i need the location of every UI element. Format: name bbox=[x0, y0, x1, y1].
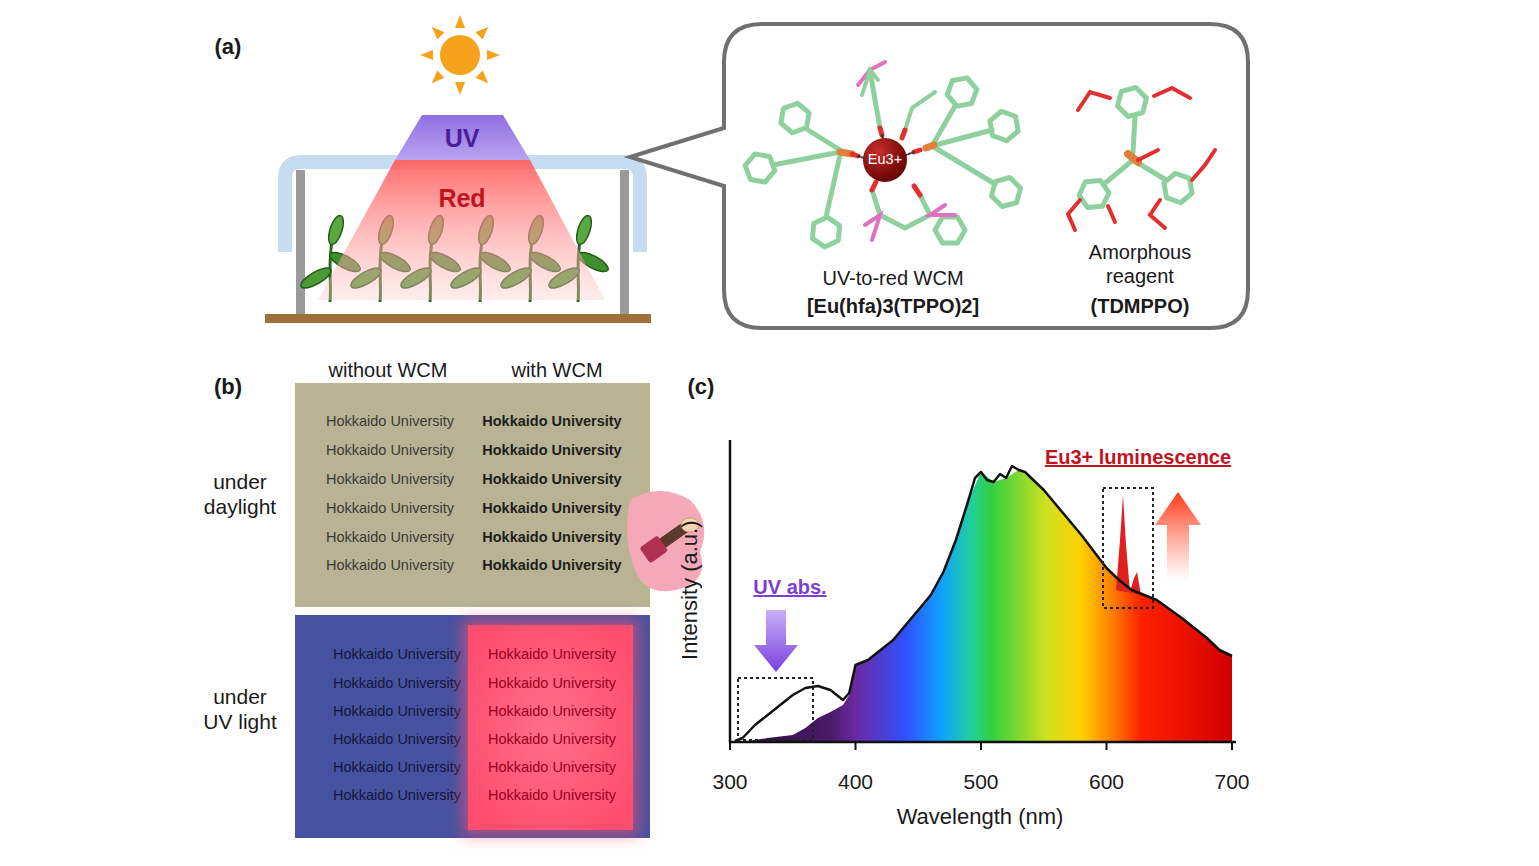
photo-text: Hokkaido University bbox=[315, 500, 465, 517]
band-label: UV bbox=[432, 123, 492, 153]
column-header: without WCM bbox=[303, 358, 473, 382]
photo-text: Hokkaido University bbox=[315, 471, 465, 488]
photo-text: Hokkaido University bbox=[315, 413, 465, 430]
ion-label: Eu3+ bbox=[863, 151, 907, 168]
red-light-band: Red bbox=[318, 160, 605, 300]
photo-text: Hokkaido University bbox=[477, 413, 627, 430]
tick-label: 300 bbox=[700, 769, 760, 794]
photo-text: Hokkaido University bbox=[322, 731, 472, 748]
photo-text: Hokkaido University bbox=[315, 529, 465, 546]
axis-title: Wavelength (nm) bbox=[870, 804, 1090, 830]
tick-label: 500 bbox=[951, 769, 1011, 794]
uv-light-band: UV bbox=[395, 115, 530, 160]
photo-text: Hokkaido University bbox=[322, 675, 472, 692]
photo-text: Hokkaido University bbox=[477, 529, 627, 546]
photo-text: Hokkaido University bbox=[322, 703, 472, 720]
daylight-photo: Hokkaido UniversityHokkaido UniversityHo… bbox=[295, 383, 650, 607]
panel-label: (c) bbox=[676, 374, 726, 400]
annotation: UV abs. bbox=[740, 575, 840, 599]
uv-light-photo: Hokkaido UniversityHokkaido UniversityHo… bbox=[295, 615, 650, 838]
photo-text: Hokkaido University bbox=[477, 557, 627, 574]
photo-text: Hokkaido University bbox=[477, 787, 627, 804]
band-label: Red bbox=[427, 183, 497, 213]
red-light-band-shape bbox=[318, 160, 605, 300]
photo-text: Hokkaido University bbox=[477, 731, 627, 748]
red-emission-area: Hokkaido UniversityHokkaido UniversityHo… bbox=[468, 625, 633, 830]
axis-title: Intensity (a.u.) bbox=[677, 500, 703, 680]
red-emission-area-fill bbox=[468, 625, 633, 830]
uv-light-band-fill bbox=[395, 115, 530, 160]
compound-formula: [Eu(hfa)3(TPPO)2] bbox=[773, 294, 1013, 318]
tick-label: 400 bbox=[826, 769, 886, 794]
compound-formula: (TDMPPO) bbox=[1075, 294, 1205, 318]
photo-text: Hokkaido University bbox=[315, 442, 465, 459]
column-header: with WCM bbox=[482, 358, 632, 382]
tick-label: 700 bbox=[1202, 769, 1262, 794]
photo-text: Hokkaido University bbox=[477, 442, 627, 459]
europium-ion: Eu3+ bbox=[863, 138, 907, 182]
photo-text: Hokkaido University bbox=[477, 675, 627, 692]
compound-label: UV-to-red WCM bbox=[773, 266, 1013, 290]
photo-text: Hokkaido University bbox=[322, 759, 472, 776]
red-light-band-fill bbox=[318, 160, 605, 300]
photo-text: Hokkaido University bbox=[477, 471, 627, 488]
photo-text: Hokkaido University bbox=[477, 500, 627, 517]
photo-text: Hokkaido University bbox=[477, 703, 627, 720]
photo-text: Hokkaido University bbox=[315, 557, 465, 574]
panel-label: (b) bbox=[203, 374, 253, 400]
compound-label: Amorphous reagent bbox=[1075, 240, 1205, 288]
photo-text: Hokkaido University bbox=[322, 646, 472, 663]
tick-label: 600 bbox=[1077, 769, 1137, 794]
molecule-callout: UV-to-red WCM [Eu(hfa)3(TPPO)2] Amorphous … bbox=[726, 26, 1246, 326]
annotation: Eu3+ luminescence bbox=[1033, 445, 1243, 469]
photo-text: Hokkaido University bbox=[477, 759, 627, 776]
photo-text: Hokkaido University bbox=[322, 787, 472, 804]
row-header: under UV light bbox=[198, 684, 283, 734]
row-header: under daylight bbox=[198, 469, 283, 519]
photo-text: Hokkaido University bbox=[477, 646, 627, 663]
panel-label: (a) bbox=[203, 34, 253, 60]
